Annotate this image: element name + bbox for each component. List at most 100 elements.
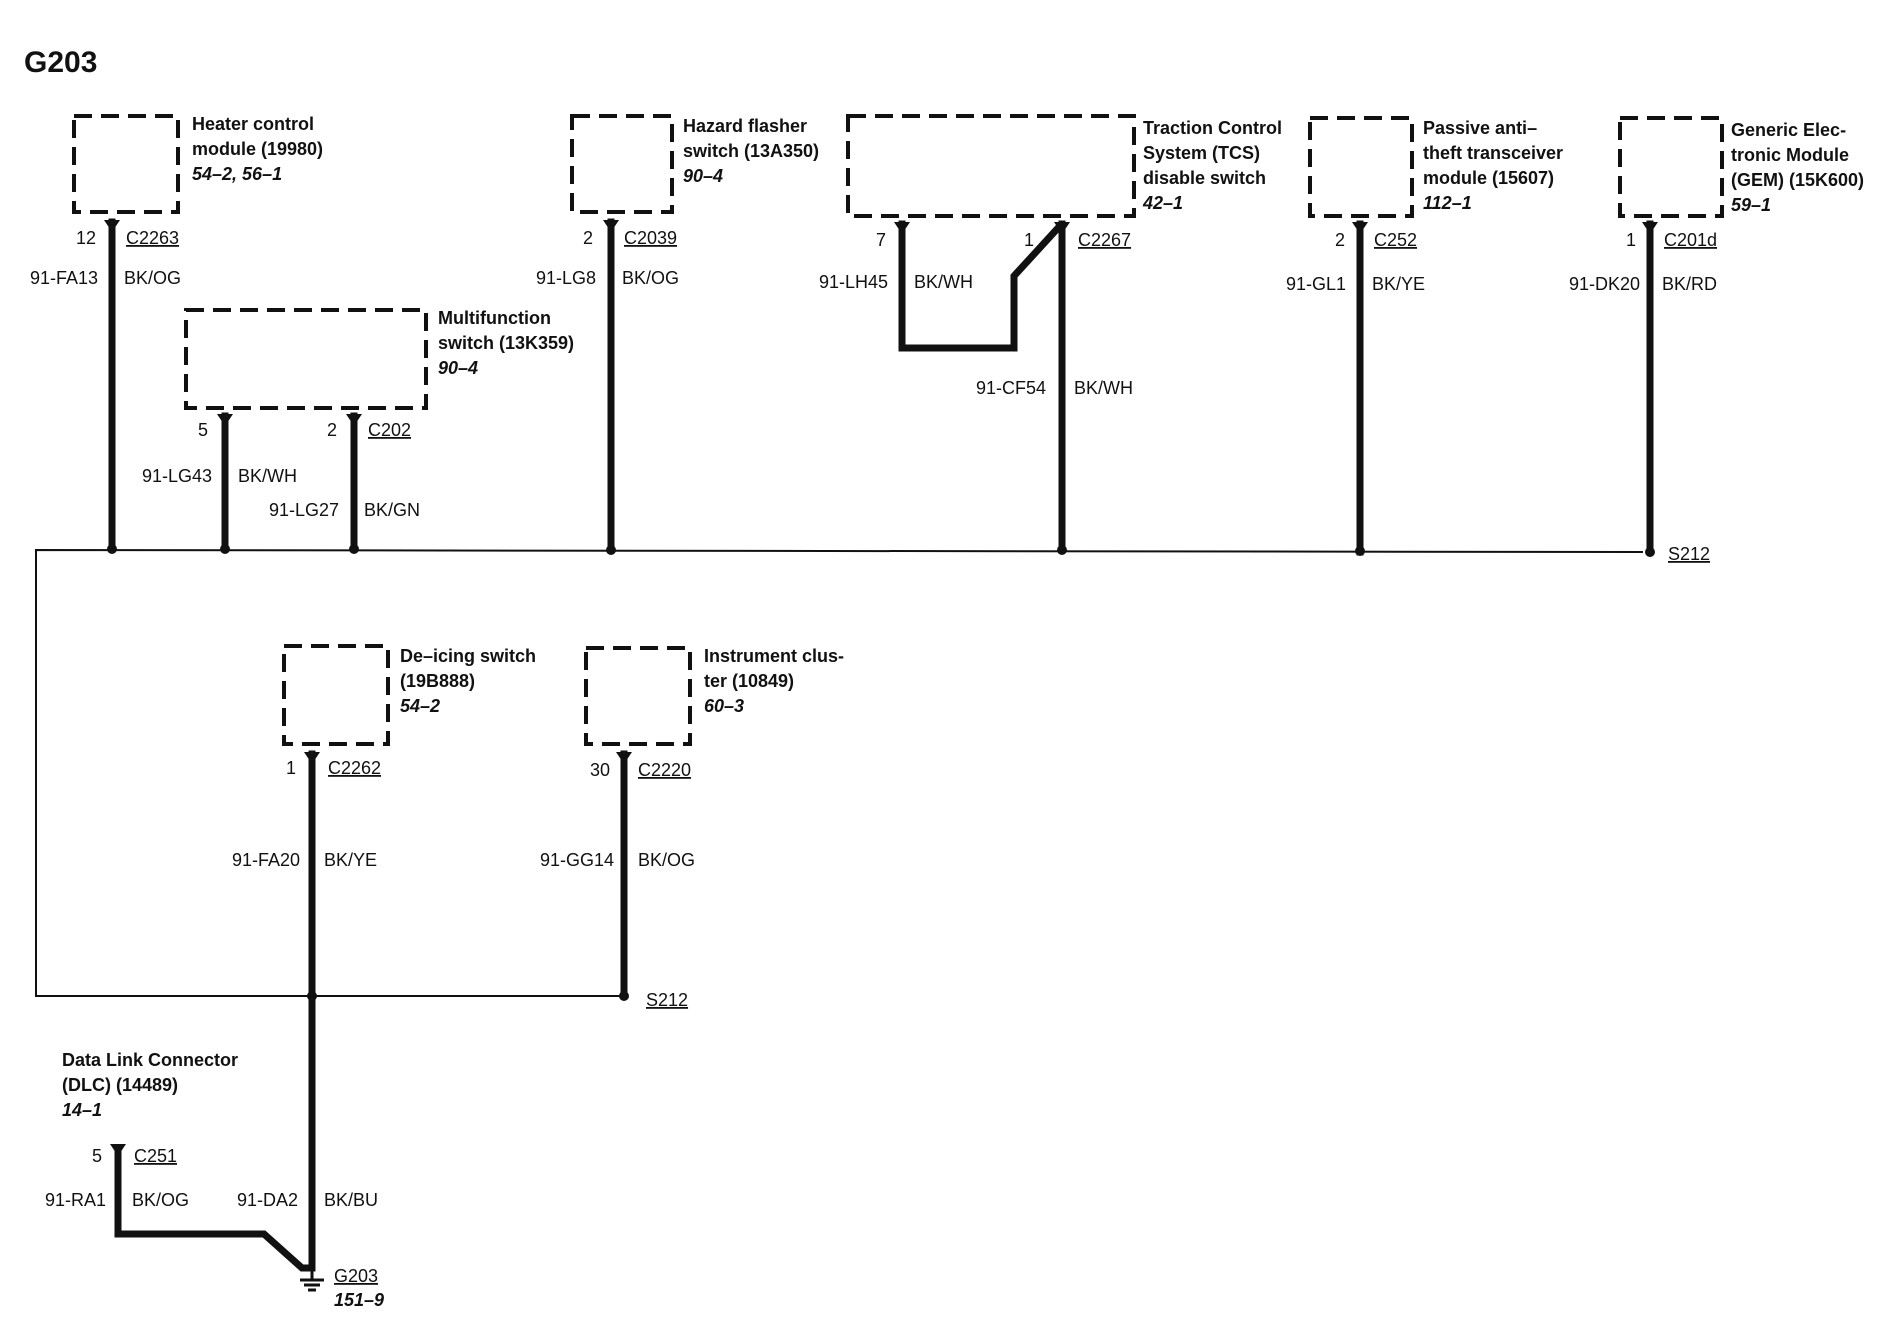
connector-c202: C202 bbox=[368, 420, 411, 440]
multifunction-switch-pin-5: 5 bbox=[198, 420, 208, 440]
wire-color-cf54: BK/WH bbox=[1074, 378, 1133, 398]
hazard-flasher-switch-ref: 90–4 bbox=[683, 166, 723, 186]
de-icing-switch-name-1: De–icing switch bbox=[400, 646, 536, 666]
de-icing-switch-pin: 1 bbox=[286, 758, 296, 778]
data-link-connector-ref: 14–1 bbox=[62, 1100, 102, 1120]
hazard-flasher-switch-name-2: switch (13A350) bbox=[683, 141, 819, 161]
tcs-disable-switch-box bbox=[846, 114, 1136, 218]
splice-dots bbox=[107, 544, 1655, 1001]
wire-color-ra1: BK/OG bbox=[132, 1190, 189, 1210]
circuit-91-gl1: 91-GL1 bbox=[1286, 274, 1346, 294]
hazard-flasher-switch-name-1: Hazard flasher bbox=[683, 116, 807, 136]
data-link-connector-name-1: Data Link Connector bbox=[62, 1050, 238, 1070]
connector-c251: C251 bbox=[134, 1146, 177, 1166]
splice-dot bbox=[107, 544, 117, 554]
generic-electronic-module-name-3: (GEM) (15K600) bbox=[1731, 170, 1864, 190]
generic-electronic-module-ref: 59–1 bbox=[1731, 195, 1771, 215]
upper-ground-bus bbox=[35, 548, 1644, 997]
splice-dot bbox=[1645, 547, 1655, 557]
splice-dot bbox=[619, 991, 629, 1001]
hazard-flasher-switch-pin: 2 bbox=[583, 228, 593, 248]
pin-terminal-icon bbox=[304, 752, 320, 764]
circuit-91-fa20: 91-FA20 bbox=[232, 850, 300, 870]
pin-terminal-icon bbox=[1352, 222, 1368, 234]
splice-dot bbox=[1057, 545, 1067, 555]
connector-c201d: C201d bbox=[1664, 230, 1717, 250]
splice-s212-upper: S212 bbox=[1668, 544, 1710, 564]
wire-color-gg14: BK/OG bbox=[638, 850, 695, 870]
multifunction-switch-name-2: switch (13K359) bbox=[438, 333, 574, 353]
wire-91-lh45-jumper bbox=[898, 220, 1063, 352]
connector-c2220: C2220 bbox=[638, 760, 691, 780]
ground-ref: 151–9 bbox=[334, 1290, 384, 1310]
passive-anti-theft-name-2: theft transceiver bbox=[1423, 143, 1563, 163]
connector-c2262: C2262 bbox=[328, 758, 381, 778]
circuit-91-cf54: 91-CF54 bbox=[976, 378, 1046, 398]
circuit-91-dk20: 91-DK20 bbox=[1569, 274, 1640, 294]
splice-s212-lower: S212 bbox=[646, 990, 688, 1010]
pin-terminal-icon bbox=[894, 222, 910, 234]
wire-color-fa20: BK/YE bbox=[324, 850, 377, 870]
heater-control-module: Heater control module (19980) 54–2, 56–1… bbox=[30, 114, 323, 552]
multifunction-switch-name-1: Multifunction bbox=[438, 308, 551, 328]
passive-anti-theft-ref: 112–1 bbox=[1423, 193, 1472, 213]
pin-terminal-icon bbox=[104, 220, 120, 232]
instrument-cluster-name-1: Instrument clus- bbox=[704, 646, 844, 666]
wire-color-fa13: BK/OG bbox=[124, 268, 181, 288]
heater-control-module-name-2: module (19980) bbox=[192, 139, 323, 159]
tcs-disable-switch: Traction Control System (TCS) disable sw… bbox=[819, 114, 1282, 554]
ground-name: G203 bbox=[334, 1266, 378, 1286]
de-icing-switch-ref: 54–2 bbox=[400, 696, 440, 716]
splice-dot bbox=[220, 544, 230, 554]
hazard-flasher-switch-box bbox=[570, 114, 674, 214]
splice-dot bbox=[1355, 546, 1365, 556]
instrument-cluster-ref: 60–3 bbox=[704, 696, 744, 716]
passive-anti-theft-name-1: Passive anti– bbox=[1423, 118, 1537, 138]
circuit-91-lg27: 91-LG27 bbox=[269, 500, 339, 520]
pin-terminal-icon bbox=[1054, 222, 1070, 234]
tcs-disable-switch-pin-7: 7 bbox=[876, 230, 886, 250]
instrument-cluster: Instrument clus- ter (10849) 60–3 30 C22… bbox=[540, 646, 844, 994]
wire-color-dk20: BK/RD bbox=[1662, 274, 1717, 294]
circuit-91-da2: 91-DA2 bbox=[237, 1190, 298, 1210]
circuit-91-lg8: 91-LG8 bbox=[536, 268, 596, 288]
de-icing-switch-name-2: (19B888) bbox=[400, 671, 475, 691]
hazard-flasher-switch: Hazard flasher switch (13A350) 90–4 2 C2… bbox=[536, 114, 819, 554]
circuit-91-lh45: 91-LH45 bbox=[819, 272, 888, 292]
circuit-91-ra1: 91-RA1 bbox=[45, 1190, 106, 1210]
wire-91-ra1 bbox=[114, 1144, 316, 1272]
connector-c252: C252 bbox=[1374, 230, 1417, 250]
ground-g203: G203 151–9 bbox=[300, 1266, 384, 1310]
multifunction-switch-pin-2: 2 bbox=[327, 420, 337, 440]
heater-control-module-ref: 54–2, 56–1 bbox=[192, 164, 282, 184]
connector-c2263: C2263 bbox=[126, 228, 179, 248]
circuit-91-lg43: 91-LG43 bbox=[142, 466, 212, 486]
wire-color-lg8: BK/OG bbox=[622, 268, 679, 288]
heater-control-module-name-1: Heater control bbox=[192, 114, 314, 134]
instrument-cluster-pin: 30 bbox=[590, 760, 610, 780]
splice-dot bbox=[349, 544, 359, 554]
generic-electronic-module-box bbox=[1618, 116, 1724, 218]
wire-color-da2: BK/BU bbox=[324, 1190, 378, 1210]
pin-terminal-icon bbox=[616, 752, 632, 764]
pin-terminal-icon bbox=[217, 414, 233, 426]
generic-electronic-module: Generic Elec- tronic Module (GEM) (15K60… bbox=[1569, 116, 1864, 554]
de-icing-switch: De–icing switch (19B888) 54–2 1 C2262 91… bbox=[232, 644, 536, 1272]
wire-color-lh45: BK/WH bbox=[914, 272, 973, 292]
splice-dot bbox=[307, 991, 317, 1001]
tcs-disable-switch-name-3: disable switch bbox=[1143, 168, 1266, 188]
instrument-cluster-box bbox=[584, 646, 692, 746]
circuit-91-gg14: 91-GG14 bbox=[540, 850, 614, 870]
pin-terminal-icon bbox=[1642, 222, 1658, 234]
data-link-connector-pin: 5 bbox=[92, 1146, 102, 1166]
connector-c2267: C2267 bbox=[1078, 230, 1131, 250]
data-link-connector-name-2: (DLC) (14489) bbox=[62, 1075, 178, 1095]
pin-terminal-icon bbox=[110, 1144, 126, 1156]
passive-anti-theft-name-3: module (15607) bbox=[1423, 168, 1554, 188]
passive-anti-theft-pin: 2 bbox=[1335, 230, 1345, 250]
wire-color-lg43: BK/WH bbox=[238, 466, 297, 486]
splice-dot bbox=[606, 545, 616, 555]
generic-electronic-module-name-2: tronic Module bbox=[1731, 145, 1849, 165]
heater-control-module-pin: 12 bbox=[76, 228, 96, 248]
